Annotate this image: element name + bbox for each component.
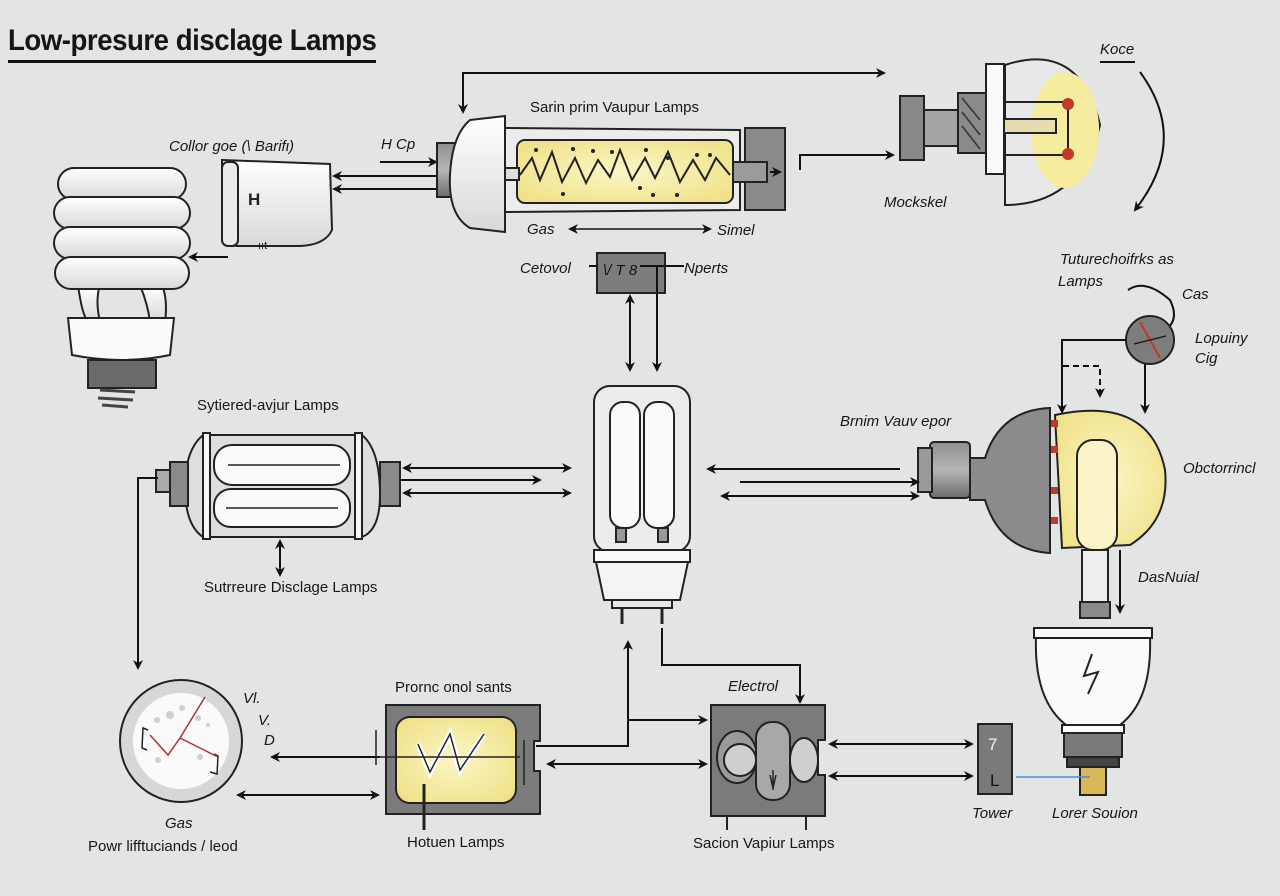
label-obctorrincl: Obctorrincl [1183, 460, 1256, 477]
label-tuture-line2: Lamps [1058, 273, 1104, 290]
label-gauge-vl: Vl. [243, 690, 261, 707]
label-nperts: Nperts [684, 260, 729, 277]
sytiered-vapour-lamp [155, 432, 401, 540]
arrow-koce-curve [1133, 71, 1165, 212]
label-hotuen-lamps: Hotuen Lamps [407, 834, 505, 851]
red-electrodes [1051, 420, 1058, 524]
lorer-bulb [1033, 627, 1153, 796]
central-pl-lamp [593, 385, 691, 624]
label-tower: Tower [972, 805, 1013, 822]
tower-box [977, 723, 1013, 795]
spiral-cfl-bulb [53, 167, 191, 409]
label-cas: Cas [1182, 286, 1209, 303]
capsule-component [221, 158, 334, 247]
label-mockskel: Mockskel [884, 194, 947, 211]
brnim-vapour-lamp [917, 406, 1167, 619]
label-tuture-line1: Tuturechoifrks as [1060, 251, 1174, 268]
particle-dots [534, 147, 712, 197]
vt-box-text: \/ T 8 [603, 262, 638, 279]
sarin-vapour-lamp [436, 114, 786, 234]
capsule-letter: H [248, 190, 260, 209]
label-gauge-d: D [264, 732, 275, 749]
arrow-dashed [1063, 365, 1105, 398]
label-gas-top: Gas [527, 221, 555, 238]
vt-box [596, 252, 666, 294]
label-electrol: Electrol [728, 678, 779, 695]
arrow-up-to-central [540, 640, 633, 747]
label-koce: Koce [1100, 41, 1135, 58]
label-sytiered-lamp: Sytiered-avjur Lamps [197, 397, 339, 414]
label-proncl-sants: Prornc onol sants [395, 679, 512, 696]
capsule-small-text: ııt [258, 240, 267, 252]
arrow-gauge-left [1057, 339, 1126, 414]
label-sarin-lamp: Sarin prim Vaupur Lamps [530, 99, 699, 116]
label-sutrreure-lamp: Sutrreure Disclage Lamps [204, 579, 378, 596]
cas-curve [1127, 284, 1175, 331]
label-gauge-v: V. [258, 712, 272, 729]
electrode-dots [1062, 98, 1074, 160]
arrow-central-to-electrol [661, 628, 805, 704]
label-sacion-lamps: Sacion Vapiur Lamps [693, 835, 835, 852]
gas-gauge [119, 679, 243, 803]
label-brnim-vapour: Brnim Vauv epor [840, 413, 952, 430]
label-cig: Cig [1195, 350, 1218, 367]
gauge-cross [1133, 335, 1167, 345]
label-lorer-souion: Lorer Souion [1052, 805, 1138, 822]
tower-glyph-top: 7 [988, 735, 997, 754]
label-hcp: H Cp [381, 136, 416, 153]
label-collor-goe: Collor goe (\ Barifι) [169, 138, 295, 155]
diagram-title: Low-presure disclage Lamps [8, 24, 377, 63]
sacion-vapour-box [710, 704, 826, 830]
label-lopuiny: Lopuiny [1195, 330, 1248, 347]
label-gas-bottom: Gas [165, 815, 193, 832]
label-dasnuial: DasNuial [1138, 569, 1199, 586]
tower-glyph-bottom: L [990, 771, 999, 790]
label-cetovol: Cetovol [520, 260, 571, 277]
hotuen-lamp-box [375, 704, 541, 830]
mockskel-socket-bulb [899, 58, 1102, 207]
label-simel: Simel [717, 222, 755, 239]
arrow-to-gauge [133, 477, 158, 670]
label-powr-lifftuc: Powr lifftuciands / leod [88, 838, 238, 855]
